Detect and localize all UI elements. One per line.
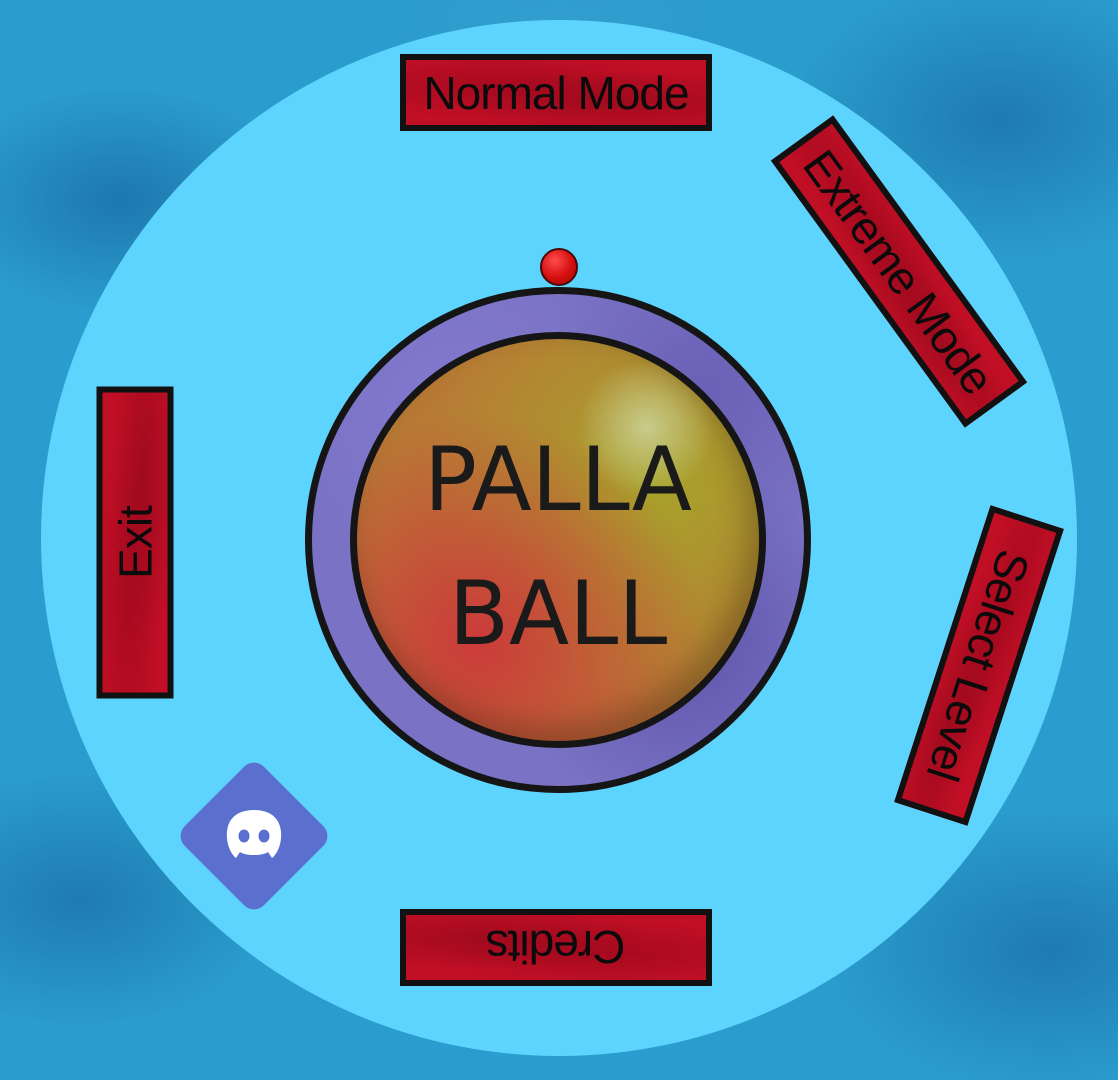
discord-button[interactable] bbox=[174, 756, 334, 916]
discord-icon bbox=[226, 810, 282, 858]
game-title-line-2: BALL bbox=[448, 562, 668, 665]
game-title-line-1: PALLA bbox=[424, 428, 692, 531]
credits-button[interactable]: Credits bbox=[400, 909, 712, 986]
normal-mode-button[interactable]: Normal Mode bbox=[400, 54, 712, 131]
title-ball bbox=[350, 332, 766, 748]
exit-button[interactable]: Exit bbox=[96, 386, 174, 699]
orbit-ball-icon bbox=[540, 248, 578, 286]
